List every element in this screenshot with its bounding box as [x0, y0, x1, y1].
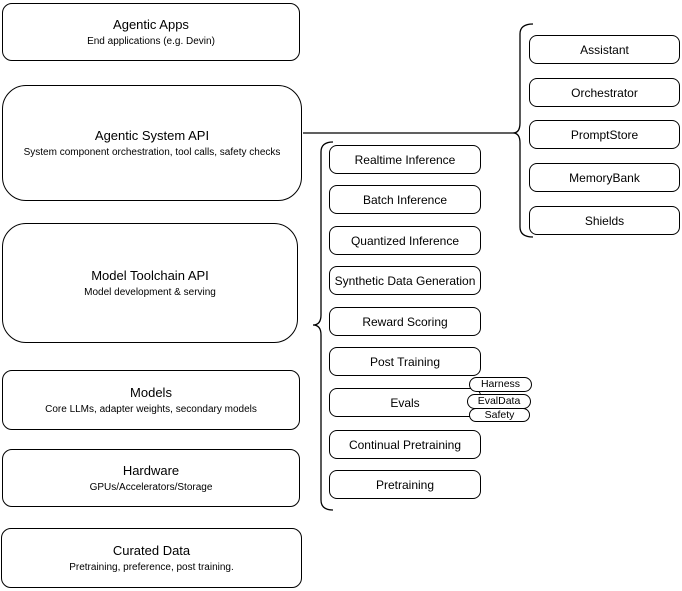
eval-tag-harness: Harness — [469, 377, 532, 392]
eval-tag-safety: Safety — [469, 408, 530, 422]
item-label: Pretraining — [375, 477, 435, 492]
layer-title: Models — [130, 384, 172, 400]
item-label: Reward Scoring — [362, 314, 448, 329]
system-component-orchestrator: Orchestrator — [529, 78, 680, 107]
layer-title: Agentic Apps — [113, 16, 189, 32]
layer-subtitle: System component orchestration, tool cal… — [23, 146, 281, 158]
pill-label: EvalData — [477, 395, 521, 407]
toolchain-item-evals: Evals — [329, 388, 481, 417]
layer-title: Hardware — [122, 462, 180, 478]
system-component-assistant: Assistant — [529, 35, 680, 64]
toolchain-item-batch-inference: Batch Inference — [329, 185, 481, 214]
item-label: Synthetic Data Generation — [334, 273, 476, 288]
item-label: MemoryBank — [569, 170, 640, 185]
item-label: Realtime Inference — [354, 152, 456, 167]
toolchain-item-post-training: Post Training — [329, 347, 481, 376]
toolchain-item-quantized-inference: Quantized Inference — [329, 226, 481, 255]
layer-subtitle: GPUs/Accelerators/Storage — [89, 481, 213, 493]
layer-subtitle: Model development & serving — [84, 286, 216, 298]
layer-model-toolchain-api: Model Toolchain API Model development & … — [2, 223, 298, 343]
layer-title: Agentic System API — [94, 127, 210, 143]
layer-agentic-apps: Agentic Apps End applications (e.g. Devi… — [2, 3, 300, 61]
layer-curated-data: Curated Data Pretraining, preference, po… — [1, 528, 302, 588]
item-label: Orchestrator — [571, 85, 638, 100]
item-label: Quantized Inference — [350, 233, 460, 248]
toolchain-item-continual-pretraining: Continual Pretraining — [329, 430, 481, 459]
item-label: Batch Inference — [362, 192, 448, 207]
item-label: Evals — [390, 395, 420, 410]
layer-subtitle: Core LLMs, adapter weights, secondary mo… — [45, 403, 257, 415]
layer-subtitle: End applications (e.g. Devin) — [87, 35, 215, 47]
item-label: Shields — [584, 213, 625, 228]
system-component-promptstore: PromptStore — [529, 120, 680, 149]
layer-title: Curated Data — [112, 542, 191, 558]
pill-label: Safety — [484, 408, 515, 421]
item-label: PromptStore — [570, 127, 639, 142]
toolchain-item-pretraining: Pretraining — [329, 470, 481, 499]
toolchain-item-reward-scoring: Reward Scoring — [329, 307, 481, 336]
toolchain-item-realtime-inference: Realtime Inference — [329, 145, 481, 174]
layer-models: Models Core LLMs, adapter weights, secon… — [2, 370, 300, 430]
item-label: Continual Pretraining — [348, 437, 462, 452]
layer-agentic-system-api: Agentic System API System component orch… — [2, 85, 302, 201]
system-component-memorybank: MemoryBank — [529, 163, 680, 192]
layer-subtitle: Pretraining, preference, post training. — [69, 561, 234, 573]
eval-tag-evaldata: EvalData — [467, 394, 531, 409]
item-label: Assistant — [580, 42, 629, 57]
pill-label: Harness — [480, 378, 521, 390]
toolchain-item-synthetic-data-generation: Synthetic Data Generation — [329, 266, 481, 295]
layer-hardware: Hardware GPUs/Accelerators/Storage — [2, 449, 300, 507]
layer-title: Model Toolchain API — [91, 267, 209, 283]
system-component-shields: Shields — [529, 206, 680, 235]
item-label: Post Training — [369, 354, 441, 369]
